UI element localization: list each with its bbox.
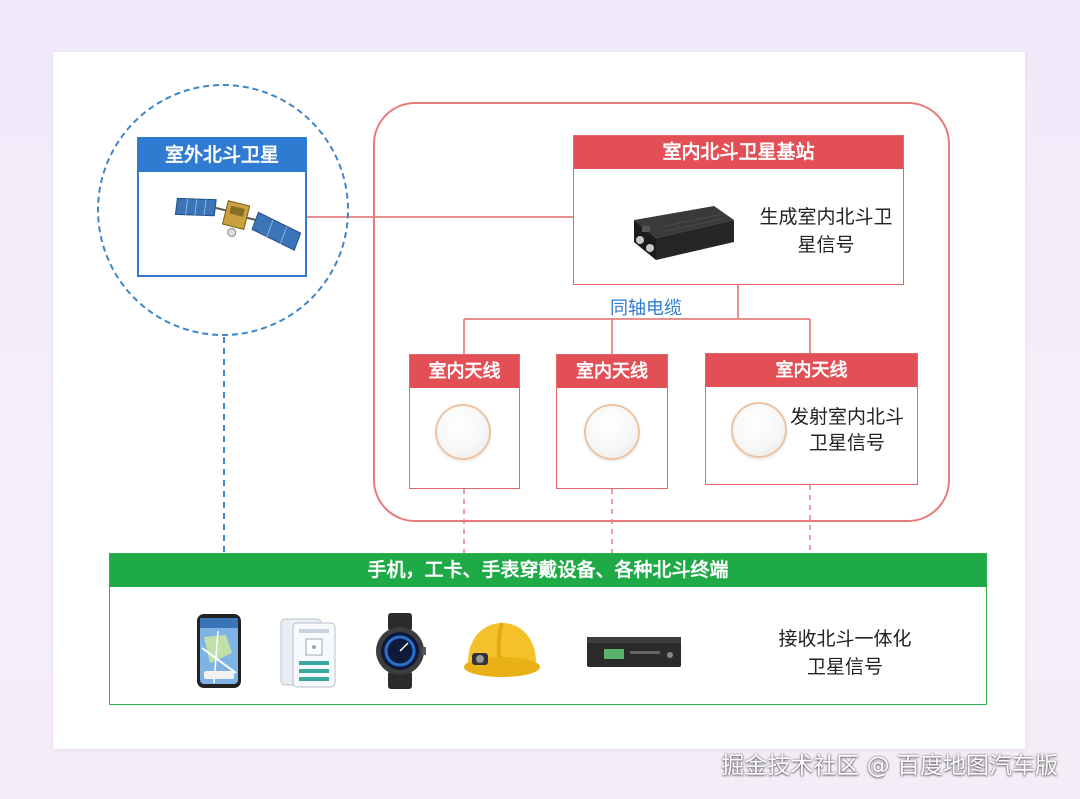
coax-cable-label: 同轴电缆 — [610, 298, 682, 319]
smartwatch-icon — [374, 613, 426, 689]
antenna-dome-icon — [435, 404, 491, 460]
outdoor-dashed-circle — [97, 84, 349, 336]
antenna-dome-icon — [584, 404, 640, 460]
indoor-region — [373, 102, 950, 522]
helmet-icon — [462, 619, 542, 681]
antenna-description: 发射室内北斗卫星信号 — [789, 406, 904, 454]
antenna-title-2: 室内天线 — [557, 355, 667, 388]
antenna-title-3: 室内天线 — [706, 354, 917, 387]
antenna-title-1: 室内天线 — [410, 355, 519, 388]
terminals-title: 手机，工卡、手表穿戴设备、各种北斗终端 — [110, 554, 986, 587]
base-station-device-icon — [626, 200, 738, 266]
base-station-title: 室内北斗卫星基站 — [574, 136, 903, 169]
base-station-description: 生成室内北斗卫星信号 — [759, 206, 893, 256]
id-card-icon — [279, 615, 337, 689]
satellite-icon — [171, 192, 307, 256]
receiver-box-icon — [586, 635, 682, 669]
antenna-dome-icon — [731, 402, 787, 458]
terminals-description: 接收北斗一体化卫星信号 — [778, 628, 912, 678]
outdoor-satellite-title: 室外北斗卫星 — [139, 139, 305, 172]
phone-icon — [196, 613, 242, 689]
watermark: 掘金技术社区 @ 百度地图汽车版 — [721, 753, 1058, 779]
